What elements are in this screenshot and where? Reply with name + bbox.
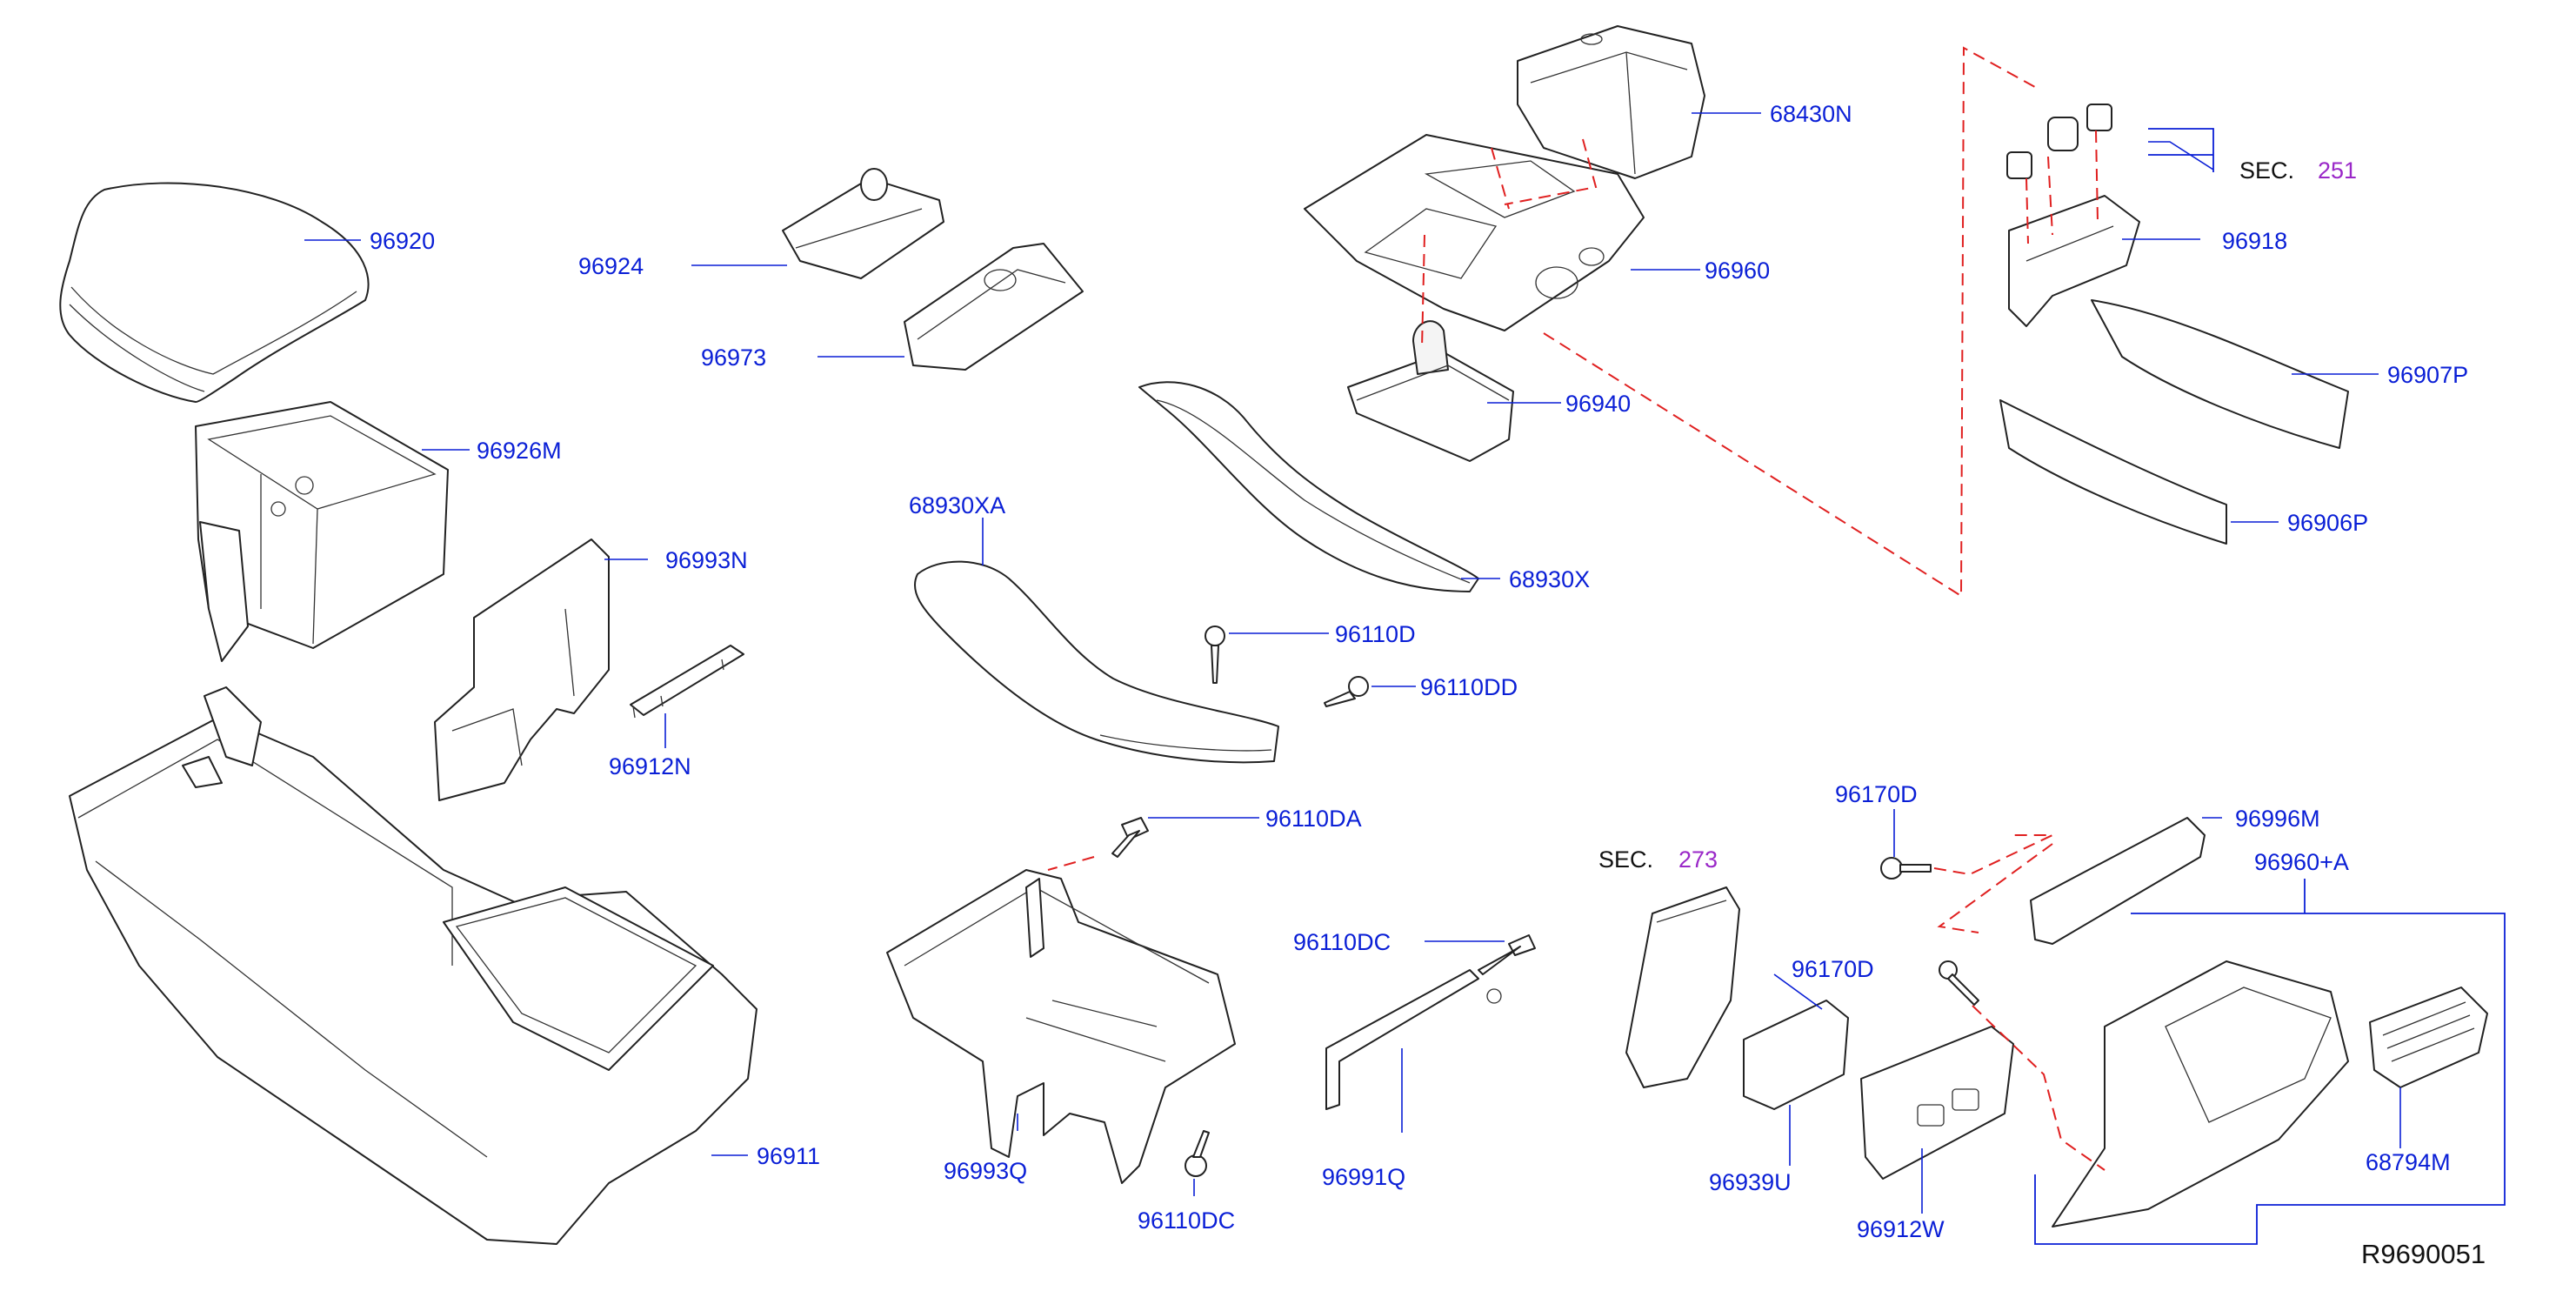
- label-96110dd: 96110DD: [1420, 674, 1518, 700]
- label-96907p: 96907P: [2387, 362, 2468, 388]
- bracket-96996m-part: [2030, 817, 2206, 945]
- bolt-96170d-top-part: [1880, 857, 1932, 880]
- sec-251-prefix: SEC.: [2239, 157, 2294, 184]
- label-96912w: 96912W: [1857, 1216, 1945, 1242]
- sec-273-number: 273: [1678, 846, 1718, 873]
- label-96924: 96924: [578, 253, 644, 279]
- label-96993n: 96993N: [665, 547, 748, 573]
- support-rod-part: [1325, 969, 1502, 1110]
- label-68930x: 68930X: [1509, 566, 1590, 592]
- label-96110da: 96110DA: [1265, 806, 1362, 832]
- section-references: SEC. 251 SEC. 273: [1598, 157, 2357, 873]
- switch-unit-96939u-part: [1743, 1000, 1849, 1110]
- console-frame-part: [886, 869, 1236, 1184]
- label-96993q: 96993Q: [944, 1158, 1027, 1184]
- armrest-box-part: [195, 401, 449, 662]
- label-96911: 96911: [757, 1143, 820, 1169]
- sec-251-number: 251: [2318, 157, 2357, 184]
- diagram-id: R9690051: [2361, 1239, 2486, 1269]
- label-96170d-top: 96170D: [1835, 781, 1918, 807]
- head-unit-part: [1517, 25, 1705, 179]
- label-68430n: 68430N: [1770, 101, 1852, 127]
- bolt-96170d-mid-part: [1939, 960, 1979, 1006]
- bolt-96110dc-bottom-part: [1185, 1130, 1210, 1177]
- label-96110dc-bottom: 96110DC: [1138, 1207, 1235, 1234]
- label-96110d: 96110D: [1335, 621, 1416, 647]
- shift-lever-part: [1347, 320, 1514, 462]
- console-body-part: [69, 686, 757, 1245]
- bolt-96110da-part: [1111, 817, 1149, 858]
- label-96939u: 96939U: [1709, 1169, 1792, 1195]
- label-96918: 96918: [2222, 228, 2287, 254]
- label-96960a: 96960+A: [2254, 849, 2349, 875]
- storage-tray-part: [904, 243, 1084, 371]
- side-bracket-part: [434, 538, 610, 801]
- trim-96906p-part: [1999, 399, 2227, 545]
- label-68794m: 68794M: [2366, 1149, 2451, 1175]
- label-96912n: 96912N: [609, 753, 691, 779]
- label-96940: 96940: [1565, 391, 1631, 417]
- label-96920: 96920: [370, 228, 435, 254]
- trim-96912w-part: [1860, 1026, 2014, 1180]
- part-number-labels: 96920 96924 96973 96926M 96993N 96912N 9…: [370, 101, 2468, 1242]
- label-96996m: 96996M: [2235, 806, 2320, 832]
- assembly-boxes: [2034, 128, 2506, 1245]
- label-96991q: 96991Q: [1322, 1164, 1405, 1190]
- reference-lines: [1047, 46, 2106, 1171]
- trim-96907p-part: [2091, 299, 2349, 449]
- screw-96110d-part: [1205, 625, 1225, 684]
- label-96926m: 96926M: [477, 438, 562, 464]
- console-finisher-part: [1304, 134, 1645, 331]
- bolt-96110dc-top-part: [1478, 934, 1536, 975]
- label-68930xa: 68930XA: [909, 492, 1005, 518]
- screw-96110dd-part: [1324, 676, 1369, 707]
- lock-bracket-part: [782, 168, 944, 279]
- label-96973: 96973: [701, 344, 766, 371]
- label-96110dc-top: 96110DC: [1293, 929, 1391, 955]
- rear-finisher-part: [2052, 960, 2349, 1227]
- air-duct-part: [1625, 886, 1740, 1088]
- small-trim-part: [630, 645, 744, 719]
- side-trim-part: [1138, 381, 1479, 592]
- label-96170d-mid: 96170D: [1792, 956, 1874, 982]
- armrest-lid-part: [59, 182, 370, 403]
- switch-bracket-part: [2006, 104, 2140, 327]
- label-96960: 96960: [1705, 258, 1770, 284]
- sec-273-prefix: SEC.: [1598, 846, 1653, 873]
- air-vent-68794m-part: [2369, 987, 2488, 1088]
- label-96906p: 96906P: [2287, 510, 2368, 536]
- leader-lines: [304, 112, 2401, 1214]
- knee-pad-part: [913, 560, 1279, 764]
